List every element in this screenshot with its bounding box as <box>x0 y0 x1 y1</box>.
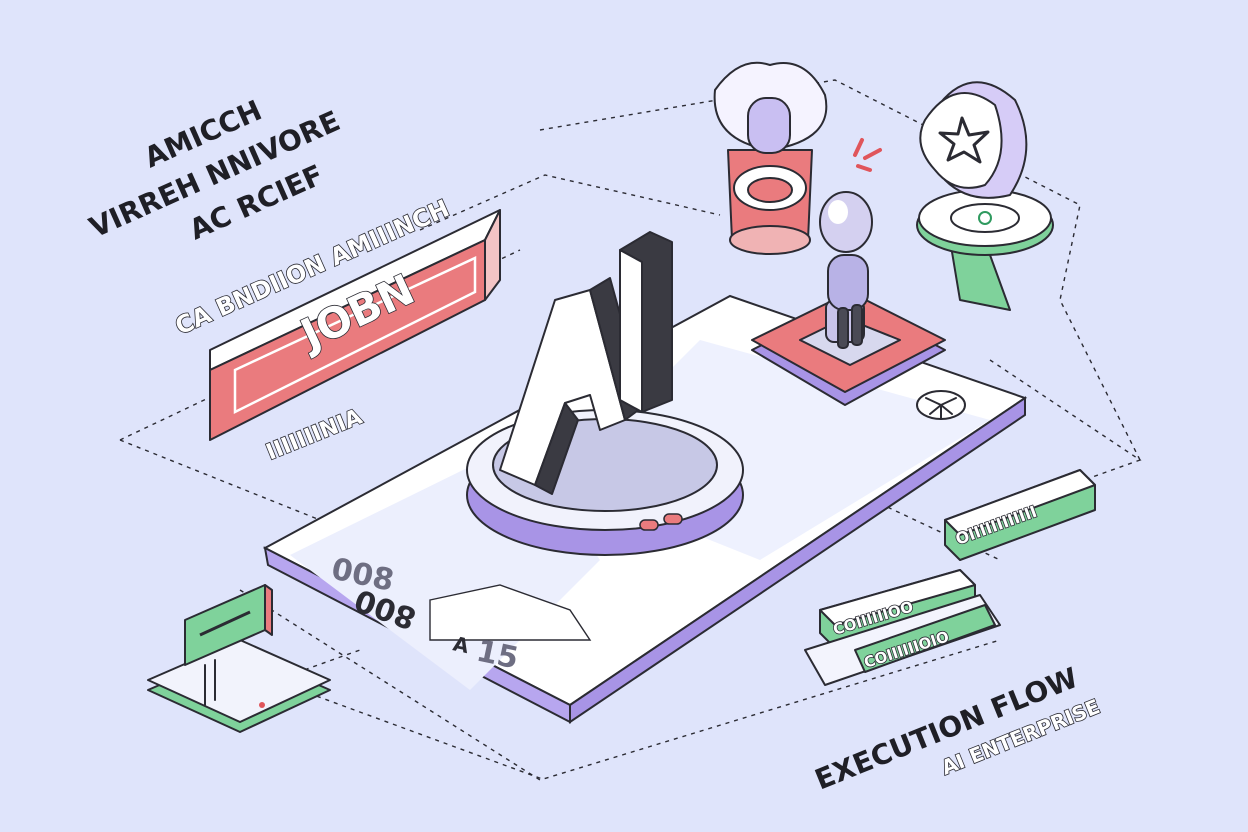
signpost-icon <box>147 584 331 733</box>
lamp-capsule <box>713 61 882 255</box>
fan-icon <box>916 390 966 420</box>
footer-captions: EXECUTION FLOW AI ENTERPRISE <box>810 661 1104 797</box>
card-value: 15 <box>473 634 521 677</box>
sign-caption: IIIIIIINIA <box>263 405 366 466</box>
platform-readouts: 008 800 A 15 <box>328 552 592 677</box>
ai-letters: AI <box>499 231 673 495</box>
dish-device <box>916 81 1054 311</box>
robot-figure <box>751 191 946 406</box>
star-icon <box>938 116 990 164</box>
card-value-prefix: A <box>451 631 472 658</box>
sign-board: JOBN <box>209 209 501 441</box>
ai-pedestal <box>466 409 744 556</box>
ai-label: AI <box>580 352 590 363</box>
